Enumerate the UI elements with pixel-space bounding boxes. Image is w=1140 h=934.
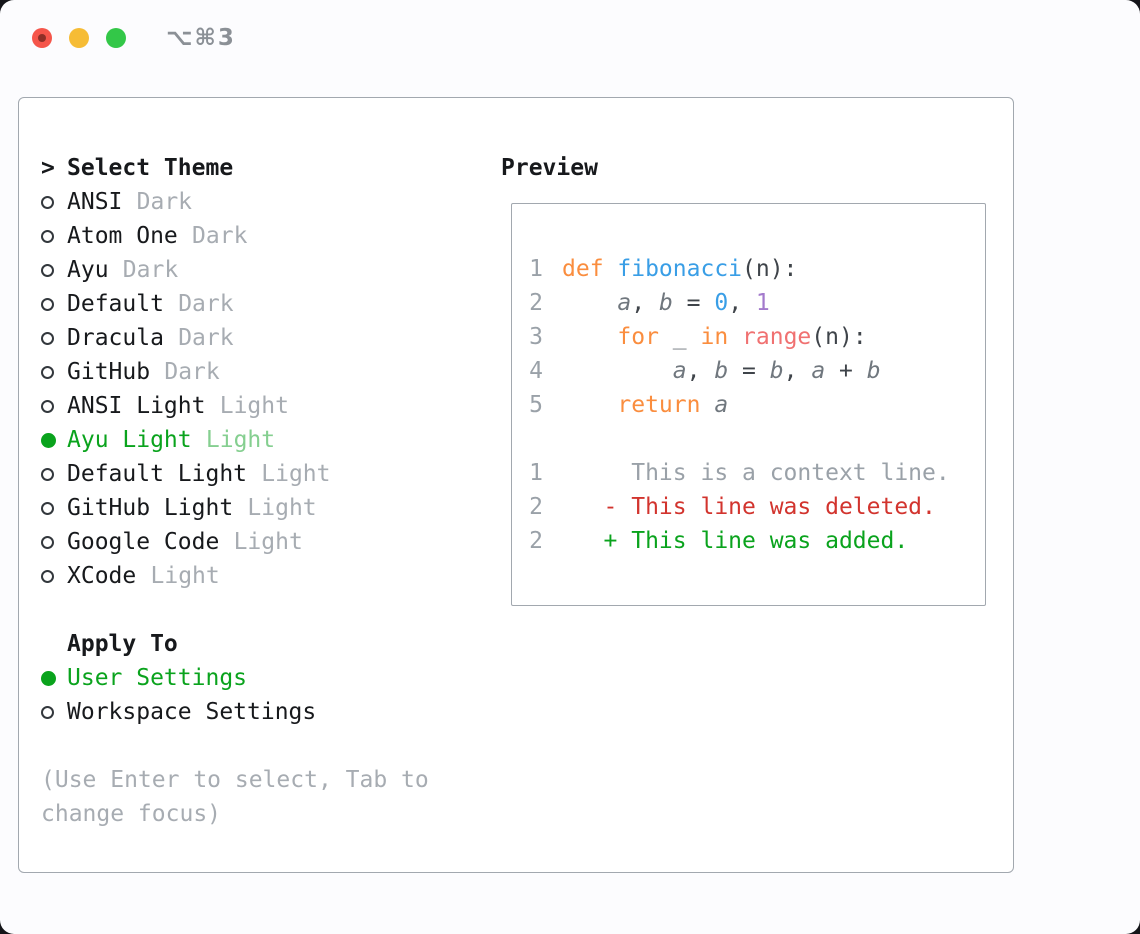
theme-variant: Dark <box>192 223 248 249</box>
theme-variant: Light <box>261 461 331 487</box>
theme-name: Default <box>67 291 164 317</box>
diff-line-deleted: 2 - This line was deleted. <box>529 490 985 524</box>
theme-option[interactable]: Atom One Dark <box>41 219 461 253</box>
radio-icon <box>41 569 67 583</box>
code-line: 4 a, b = b, a + b <box>529 354 985 388</box>
theme-variant: Dark <box>122 257 179 283</box>
radio-selected-icon <box>41 432 67 448</box>
line-number: 3 <box>529 324 543 350</box>
line-number: 4 <box>529 358 543 384</box>
radio-icon <box>41 705 67 719</box>
apply-to-title: Apply To <box>67 631 178 657</box>
zoom-button[interactable] <box>106 28 126 48</box>
theme-option[interactable]: Dracula Dark <box>41 321 461 355</box>
theme-option[interactable]: Ayu Light Light <box>41 423 461 457</box>
spacer <box>41 729 461 763</box>
diff-line-added: 2 + This line was added. <box>529 524 985 558</box>
apply-option-label: Workspace Settings <box>67 699 317 725</box>
theme-option[interactable]: ANSI Light Light <box>41 389 461 423</box>
radio-icon <box>41 501 67 515</box>
prompt-caret-icon: > <box>41 155 55 181</box>
theme-name: ANSI <box>67 189 123 215</box>
apply-option-label: User Settings <box>67 665 248 691</box>
theme-variant: Dark <box>136 189 193 215</box>
theme-variant: Light <box>233 529 303 555</box>
theme-variant: Dark <box>178 291 234 317</box>
line-number: 1 <box>529 256 543 282</box>
close-button[interactable] <box>32 28 52 48</box>
traffic-lights <box>32 28 126 48</box>
apply-option[interactable]: Workspace Settings <box>41 695 461 729</box>
spacer <box>41 593 461 627</box>
code-line: 3 for _ in range(n): <box>529 320 985 354</box>
theme-name: GitHub Light <box>67 495 234 521</box>
line-number: 1 <box>529 460 543 486</box>
radio-icon <box>41 263 67 277</box>
radio-icon <box>41 399 67 413</box>
theme-variant: Light <box>150 563 220 589</box>
theme-variant: Light <box>205 427 276 453</box>
preview-title: Preview <box>501 155 598 181</box>
theme-option[interactable]: Google Code Light <box>41 525 461 559</box>
theme-name: Default Light <box>67 461 248 487</box>
select-theme-title: Select Theme <box>67 155 234 181</box>
line-number: 2 <box>529 290 543 316</box>
theme-name: Google Code <box>67 529 220 555</box>
theme-name: ANSI Light <box>67 393 206 419</box>
window-shortcut: ⌥⌘3 <box>166 25 236 51</box>
apply-option[interactable]: User Settings <box>41 661 461 695</box>
line-number: 5 <box>529 392 543 418</box>
theme-name: Ayu <box>67 257 109 283</box>
radio-icon <box>41 297 67 311</box>
theme-option[interactable]: Default Dark <box>41 287 461 321</box>
theme-name: Atom One <box>67 223 178 249</box>
radio-icon <box>41 229 67 243</box>
theme-option[interactable]: GitHub Dark <box>41 355 461 389</box>
theme-option[interactable]: ANSI Dark <box>41 185 461 219</box>
theme-name: GitHub <box>67 359 151 385</box>
theme-name: Ayu Light <box>67 427 192 453</box>
line-number: 2 <box>529 528 543 554</box>
theme-variant: Dark <box>178 325 234 351</box>
line-number: 2 <box>529 494 543 520</box>
theme-variant: Light <box>219 393 289 419</box>
radio-icon <box>41 535 67 549</box>
code-line: 5 return a <box>529 388 985 422</box>
code-line: 2 a, b = 0, 1 <box>529 286 985 320</box>
radio-icon <box>41 467 67 481</box>
hint-text: (Use Enter to select, Tab to change focu… <box>41 767 429 827</box>
theme-option[interactable]: GitHub Light Light <box>41 491 461 525</box>
radio-selected-icon <box>41 670 67 686</box>
theme-option[interactable]: Default Light Light <box>41 457 461 491</box>
diff-line-context: 1 This is a context line. <box>529 456 985 490</box>
theme-name: Dracula <box>67 325 164 351</box>
radio-icon <box>41 365 67 379</box>
theme-variant: Light <box>247 495 317 521</box>
theme-variant: Dark <box>164 359 220 385</box>
radio-icon <box>41 331 67 345</box>
apply-to-header: Apply To <box>41 627 461 661</box>
theme-name: XCode <box>67 563 137 589</box>
theme-option[interactable]: Ayu Dark <box>41 253 461 287</box>
minimize-button[interactable] <box>69 28 89 48</box>
theme-option[interactable]: XCode Light <box>41 559 461 593</box>
radio-icon <box>41 195 67 209</box>
select-theme-header: > Select Theme <box>41 151 461 185</box>
